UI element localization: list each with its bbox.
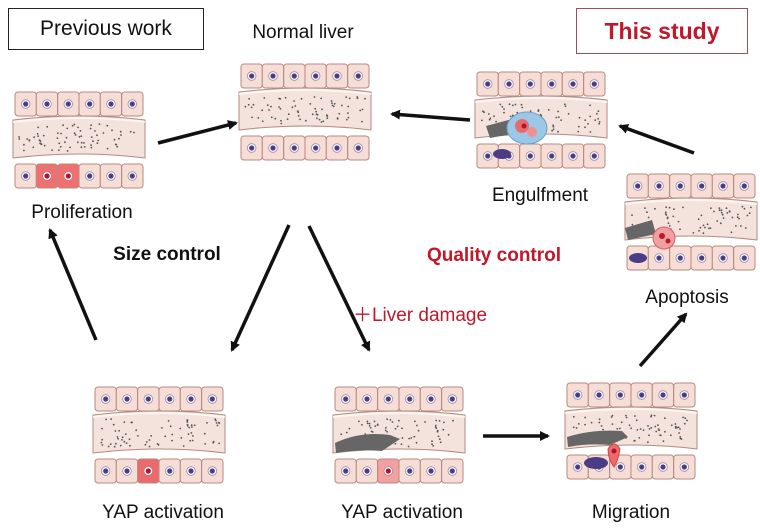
label-proliferation: Proliferation	[31, 202, 133, 223]
arrow-proliferation-to-normal	[157, 120, 238, 145]
label-engulfment: Engulfment	[491, 185, 589, 206]
label-normal-liver: Normal liver	[252, 22, 354, 43]
liver-tissue-illustration	[12, 91, 146, 189]
liver-tissue-illustration	[564, 382, 698, 480]
this-study-label: This study	[604, 17, 720, 44]
label-apoptosis: Apoptosis	[645, 287, 729, 308]
tile-yap-activation-left	[90, 383, 228, 499]
label-yap-activation-mid: YAP activation	[341, 502, 463, 523]
tile-migration	[562, 379, 700, 495]
tile-apoptosis	[622, 170, 760, 286]
liver-tissue-illustration	[332, 386, 466, 484]
arrow-yap-left-to-proliferation	[48, 228, 98, 341]
label-liver-damage: ＋Liver damage	[352, 305, 488, 326]
tile-engulfment	[472, 68, 610, 184]
previous-work-label: Previous work	[40, 17, 172, 40]
liver-tissue-illustration	[474, 71, 608, 169]
label-yap-activation-left: YAP activation	[102, 502, 224, 523]
tile-normal-liver	[236, 60, 374, 176]
liver-tissue-illustration	[92, 386, 226, 484]
arrow-apoptosis-to-engulfment	[618, 124, 695, 155]
arrow-normal-to-yap-left	[230, 224, 291, 352]
liver-tissue-illustration	[624, 173, 758, 271]
label-quality-control: Quality control	[426, 245, 562, 266]
previous-work-box: Previous work	[8, 8, 204, 50]
this-study-box: This study	[576, 8, 748, 54]
liver-tissue-illustration	[238, 63, 372, 161]
label-migration: Migration	[591, 502, 671, 523]
label-size-control: Size control	[113, 244, 221, 265]
arrow-normal-to-yap-mid	[307, 225, 371, 352]
arrow-migration-to-apoptosis	[638, 312, 688, 368]
arrow-engulfment-to-normal	[390, 109, 471, 122]
tile-proliferation	[10, 88, 148, 204]
tile-yap-activation-mid	[330, 383, 468, 499]
